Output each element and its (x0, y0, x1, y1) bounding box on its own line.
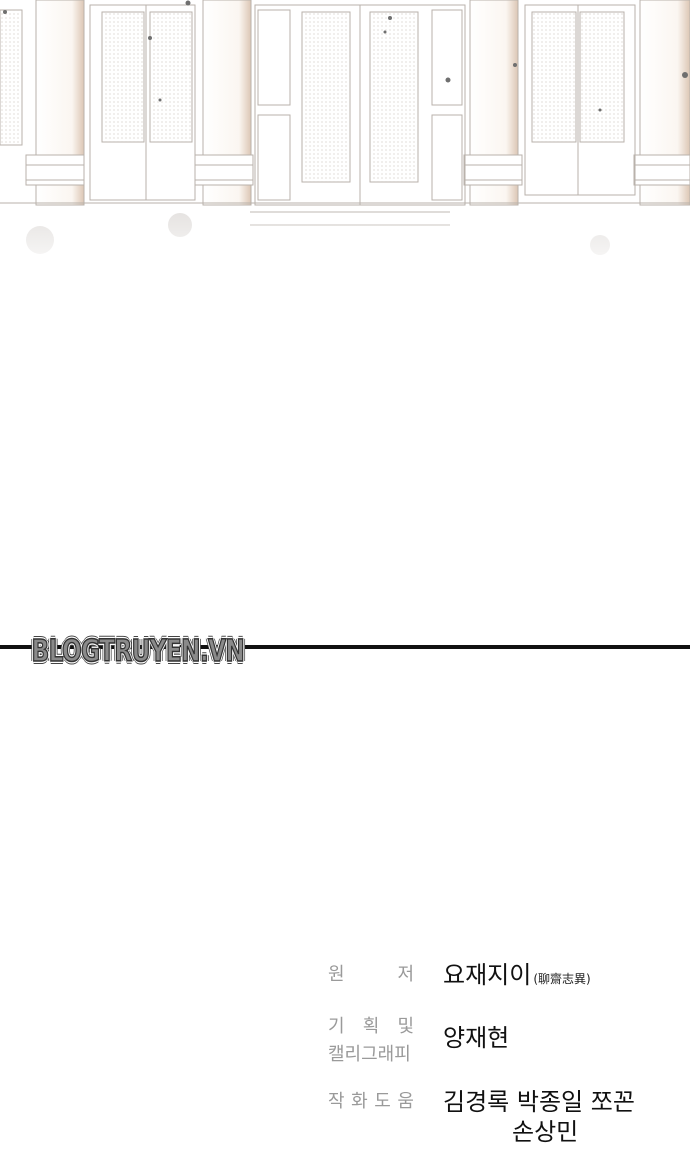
credit-role-original: 원 저 (328, 960, 414, 986)
credit-name-original: 요재지이(聊齋志異) (443, 955, 591, 990)
role-char: 획 (362, 1016, 380, 1037)
credit-names-assist-line2: 손상민 (512, 1118, 579, 1146)
author-name: 요재지이 (443, 961, 532, 989)
horizontal-divider (0, 645, 690, 649)
credit-names-assist-line1: 김경록 박종일 쪼꼰 (443, 1088, 635, 1116)
credit-role-planning-line2: 캘리그래피 (328, 1044, 411, 1065)
credit-role-planning-line1: 기 획 및 (328, 1012, 414, 1038)
role-char: 작 (328, 1091, 345, 1112)
role-char: 저 (397, 964, 414, 985)
credit-name-planning: 양재현 (443, 1024, 510, 1052)
role-char: 기 (328, 1016, 345, 1037)
role-char: 화 (351, 1091, 368, 1112)
watermark-logo: BLOGTRUYEN.VN (31, 633, 245, 670)
building-illustration (0, 0, 690, 280)
author-hanja: (聊齋志異) (533, 972, 591, 986)
role-char: 도 (374, 1091, 391, 1112)
role-char: 원 (328, 964, 345, 985)
role-char: 움 (397, 1091, 414, 1112)
credit-role-assist: 작 화 도 움 (328, 1087, 414, 1113)
role-char: 및 (397, 1016, 414, 1037)
